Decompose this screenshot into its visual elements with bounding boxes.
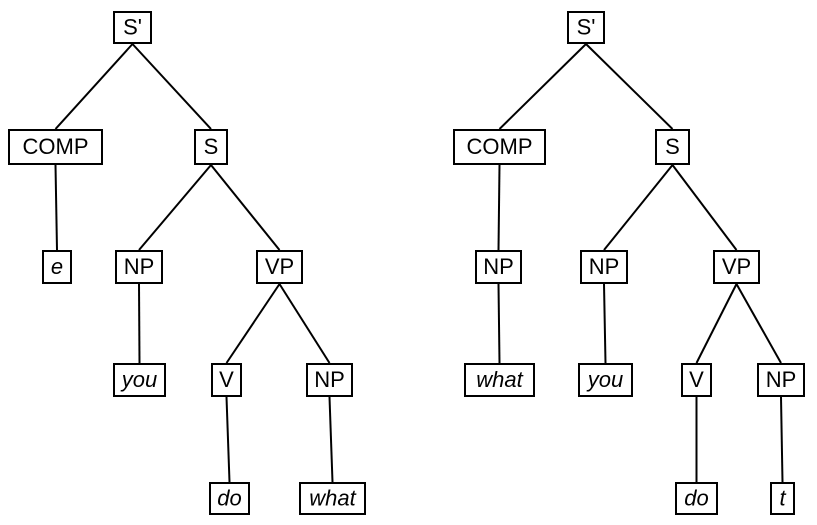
node-box [42,250,72,284]
node-box [757,363,805,397]
left-tree-edges [54,43,334,483]
tree-node-l-v[interactable]: V [211,363,242,397]
tree-edge-r-sbar-to-r-s [585,43,674,130]
tree-edge-l-np1-to-l-you [138,283,141,364]
node-box [655,129,690,165]
tree-edge-l-vp-to-l-np2 [278,283,331,364]
node-label: VP [265,254,294,279]
node-label: S [204,134,219,159]
tree-node-r-vp[interactable]: VP [713,250,760,284]
tree-node-l-np2[interactable]: NP [306,363,353,397]
node-label: you [586,367,623,392]
node-label: e [51,254,63,279]
node-box [256,250,303,284]
right-tree-edges [497,43,784,483]
node-box [681,363,712,397]
tree-edge-r-vp-to-r-v [695,283,738,364]
node-label: NP [124,254,155,279]
tree-node-r-np2[interactable]: NP [757,363,805,397]
node-label: S' [123,14,142,39]
edges-layer [54,43,784,483]
tree-node-r-t[interactable]: t [770,482,795,515]
tree-edge-l-sbar-to-l-comp [54,43,134,130]
node-label: COMP [23,134,89,159]
node-box [578,363,633,397]
tree-node-l-sbar[interactable]: S' [113,11,152,44]
tree-node-r-v[interactable]: V [681,363,712,397]
node-label: NP [589,254,620,279]
tree-node-l-you[interactable]: you [113,363,166,397]
node-label: V [689,367,704,392]
node-box [113,11,152,44]
tree-node-r-np0[interactable]: NP [475,250,522,284]
node-box [713,250,760,284]
node-box [113,363,166,397]
tree-edge-r-s-to-r-np1 [603,164,674,251]
node-label: COMP [467,134,533,159]
node-label: what [476,367,523,392]
tree-edge-r-np2-to-r-t [780,396,784,483]
node-label: do [217,485,241,510]
tree-node-l-s[interactable]: S [194,129,228,165]
node-box [115,250,163,284]
tree-edge-l-np2-to-l-what [328,396,334,483]
tree-node-r-sbar[interactable]: S' [567,11,605,44]
node-label: t [779,485,786,510]
node-label: NP [483,254,514,279]
node-label: V [219,367,234,392]
node-box [770,482,795,515]
tree-edge-r-np1-to-r-you [603,283,607,364]
node-box [8,129,103,165]
tree-edge-l-s-to-l-np1 [138,164,212,251]
node-box [464,363,535,397]
node-box [675,482,718,515]
tree-node-r-s[interactable]: S [655,129,690,165]
tree-node-l-vp[interactable]: VP [256,250,303,284]
node-box [209,482,250,515]
tree-edge-r-s-to-r-vp [671,164,738,251]
tree-node-r-comp[interactable]: COMP [453,129,546,165]
tree-node-l-what[interactable]: what [299,482,366,515]
tree-edge-l-comp-to-l-e [54,164,58,251]
node-label: NP [766,367,797,392]
node-box [475,250,522,284]
node-label: what [309,485,356,510]
node-label: S [665,134,680,159]
right-tree-nodes: S' COMP S NP NP VP what you V NP do t [453,11,805,515]
tree-node-r-np1[interactable]: NP [580,250,628,284]
tree-edge-l-v-to-l-do [225,396,231,483]
node-box [453,129,546,165]
node-box [580,250,628,284]
node-label: NP [314,367,345,392]
tree-edge-r-vp-to-r-np2 [735,283,782,364]
tree-edge-l-s-to-l-vp [210,164,281,251]
tree-edge-r-np0-to-r-what [497,283,501,364]
node-label: VP [722,254,751,279]
tree-node-l-comp[interactable]: COMP [8,129,103,165]
tree-node-r-do[interactable]: do [675,482,718,515]
tree-node-l-e[interactable]: e [42,250,72,284]
node-box [306,363,353,397]
node-box [299,482,366,515]
node-box [567,11,605,44]
node-box [211,363,242,397]
tree-edge-l-vp-to-l-v [225,283,281,364]
tree-node-l-do[interactable]: do [209,482,250,515]
tree-edge-r-sbar-to-r-comp [498,43,587,130]
tree-node-r-you[interactable]: you [578,363,633,397]
node-label: do [684,485,708,510]
node-label: you [120,367,157,392]
tree-node-r-what[interactable]: what [464,363,535,397]
tree-edge-l-sbar-to-l-s [131,43,212,130]
node-box [194,129,228,165]
tree-node-l-np1[interactable]: NP [115,250,163,284]
node-label: S' [577,14,596,39]
tree-edge-r-comp-to-r-np0 [497,164,501,251]
